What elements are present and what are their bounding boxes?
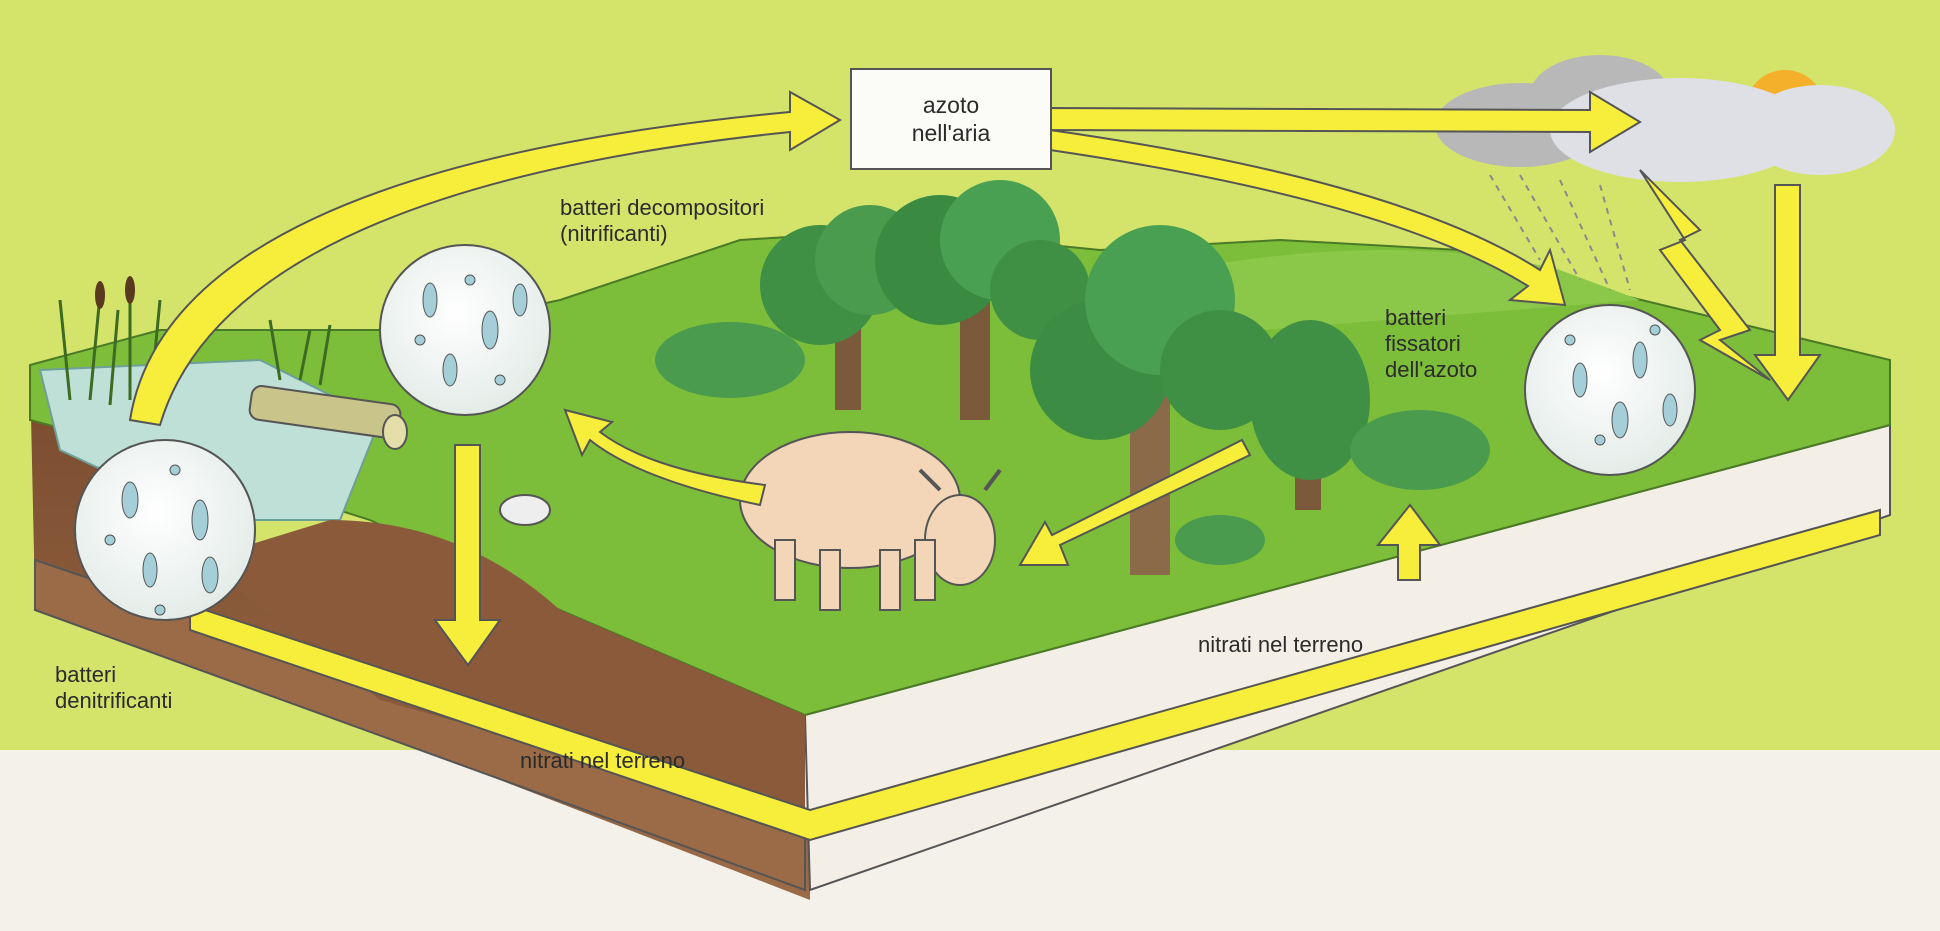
log — [248, 385, 408, 450]
label-decomposer-bacteria: batteri decompositori (nitrificanti) — [560, 195, 764, 247]
label-denitrifying-bacteria: batteri denitrificanti — [55, 662, 172, 714]
flow-arrows — [128, 90, 1881, 842]
tree — [1250, 320, 1370, 510]
bacteria-lens-denitrifiers — [74, 439, 256, 621]
label-fixers-line3: dell'azoto — [1385, 357, 1478, 382]
skull — [499, 494, 551, 526]
label-denitrifiers-line2: denitrificanti — [55, 688, 173, 713]
arrow-cloud-to-ground — [1753, 184, 1822, 402]
cow — [739, 431, 1002, 611]
bush — [1175, 515, 1265, 565]
tree — [875, 180, 1090, 420]
bacteria-lens-fixers — [1524, 304, 1696, 476]
arrow-soil-up — [1375, 503, 1442, 581]
lightning — [1639, 169, 1771, 381]
air-box-line1: azoto — [922, 92, 980, 118]
trees — [655, 180, 1490, 575]
label-fixing-bacteria: batteri fissatori dell'azoto — [1385, 305, 1477, 383]
label-decomposers-line1: batteri decompositori — [560, 195, 765, 220]
label-decomposers-line2: (nitrificanti) — [560, 221, 668, 246]
air-box-line2: nell'aria — [911, 120, 991, 146]
nitrogen-in-air-box: azoto nell'aria — [850, 68, 1052, 170]
label-soil-nitrates-front: nitrati nel terreno — [520, 748, 686, 773]
bacteria-lens-decomposers — [379, 244, 551, 416]
bush — [1350, 410, 1490, 490]
arrow-tree-to-cow — [1018, 438, 1252, 566]
arrow-soil-front — [189, 508, 1881, 842]
arrow-air-to-cloud — [1049, 90, 1642, 154]
bush — [655, 322, 805, 398]
arrow-to-air — [128, 90, 842, 427]
arrow-decomposers-to-soil — [433, 444, 502, 667]
arrow-cow-to-decomposers — [563, 408, 767, 507]
label-denitrifiers-line1: batteri — [55, 662, 117, 687]
label-fixers-line2: fissatori — [1385, 331, 1461, 356]
rain — [1489, 174, 1631, 291]
label-fixers-line1: batteri — [1385, 305, 1447, 330]
label-soil-nitrates-right: nitrati nel terreno — [1198, 632, 1364, 657]
arrow-air-to-fixers — [1049, 128, 1567, 307]
soil-exposed — [200, 520, 805, 820]
